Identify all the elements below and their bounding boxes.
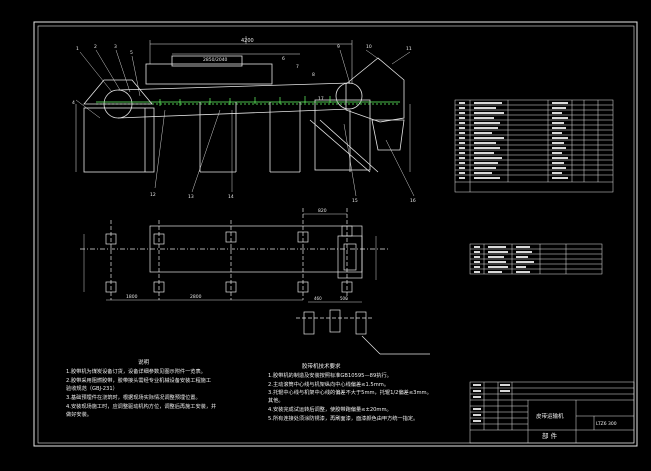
callout-7: 7	[296, 64, 299, 70]
inner-border	[37, 25, 635, 444]
callout-14: 14	[228, 194, 234, 200]
notes-right-line-4: 其他。	[268, 396, 284, 404]
plan-view	[80, 208, 390, 301]
title-block	[469, 381, 635, 444]
title-block-fill	[473, 384, 510, 422]
notes-right-heading: 胶带机技术要求	[302, 362, 341, 370]
callout-6: 6	[282, 56, 285, 62]
notes-left: 说明 1.胶带机为煤炭设备订货，设备详细参数见图示附件一览表。 2.胶带采用阻燃…	[66, 358, 216, 418]
notes-left-line-6: 做好安装。	[66, 410, 92, 418]
parts-list-entries	[459, 102, 568, 179]
title-part-name: 皮带运输机	[536, 412, 564, 420]
parts-list-table	[454, 99, 614, 193]
dim-loading-section: 2850/2040	[203, 57, 228, 63]
callout-11: 11	[406, 46, 412, 52]
callout-2: 2	[94, 44, 97, 50]
callout-5: 5	[130, 50, 133, 56]
title-drawing-no: LTZ6 300	[596, 421, 617, 427]
title-label-parts: 部 件	[542, 431, 558, 440]
notes-right: 胶带机技术要求 1.胶带机的制造及安装按照标准GB10595—89执行。 2.主…	[268, 362, 432, 422]
callout-10: 10	[366, 44, 372, 50]
notes-left-heading: 说明	[138, 358, 150, 366]
callout-4: 4	[72, 100, 75, 106]
dim-overall-length: 4200	[241, 38, 254, 44]
outer-border	[33, 21, 638, 447]
callout-numbers: 1 2 3 4 5 6 7 8 9 10 11 12 13 14 15 16 1…	[72, 44, 416, 204]
plan-dim-1800: 1800	[126, 294, 138, 300]
callout-12: 12	[150, 192, 156, 198]
callout-13: 13	[188, 194, 194, 200]
callout-9: 9	[337, 44, 340, 50]
notes-right-line-2: 2.主动滚筒中心线与机架纵向中心线偏差≤1.5mm。	[268, 380, 389, 388]
callout-8: 8	[312, 72, 315, 78]
notes-right-line-6: 5.所有连接处须涂防锈漆，再刷面漆，面漆颜色由甲方统一指定。	[268, 414, 418, 422]
spec-table-entries	[474, 246, 534, 273]
notes-left-line-2: 2.胶带采用阻燃胶带，胶带接头需经专业机械设备安装工程施工	[66, 376, 211, 384]
detail-dim-460: 460	[314, 296, 322, 301]
idler-set	[159, 96, 331, 106]
anchor-bolt-detail	[296, 301, 430, 355]
callout-16: 16	[410, 198, 416, 204]
notes-right-line-3: 3.托辊中心线与机架中心线的偏差不大于5mm，托辊1/2偏差≤3mm。	[268, 388, 432, 396]
plan-dim-820: 820	[318, 208, 327, 214]
callout-leaders	[75, 49, 415, 197]
detail-dim-500: 500	[340, 296, 348, 301]
elevation-view	[83, 55, 405, 173]
notes-right-line-5: 4.安装完成试运转后调整，使胶带跑偏量≤±20mm。	[268, 405, 392, 413]
plan-dim-2800: 2800	[190, 294, 202, 300]
callout-3: 3	[114, 44, 117, 50]
callout-15: 15	[352, 198, 358, 204]
notes-right-line-1: 1.胶带机的制造及安装按照标准GB10595—89执行。	[268, 371, 392, 379]
spec-table	[469, 243, 603, 275]
notes-left-line-4: 3.基础预埋件在浇筑时，根据现场实际情况调整预埋位置。	[66, 393, 201, 401]
notes-left-line-1: 1.胶带机为煤炭设备订货，设备详细参数见图示附件一览表。	[66, 367, 206, 375]
notes-left-line-5: 4.安装现场施工时，应调整驱动机构方位，调整后再施工安装，并	[66, 402, 216, 410]
notes-left-line-3: 验收规范（GBJ-231）	[66, 384, 118, 392]
elevation-dimensions	[75, 36, 411, 172]
callout-1: 1	[76, 46, 79, 52]
callout-17: 17	[318, 96, 324, 102]
